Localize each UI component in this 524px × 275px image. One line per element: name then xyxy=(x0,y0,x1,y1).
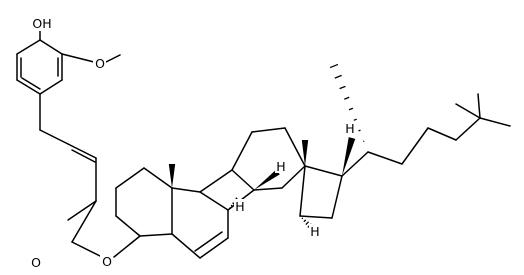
hash-bond-stroke xyxy=(358,129,361,132)
bond-line xyxy=(284,127,306,167)
bond-line xyxy=(299,165,306,217)
wedge-bond xyxy=(254,169,280,190)
bond-line xyxy=(231,169,255,191)
h-atom-c14: H xyxy=(310,224,319,239)
hash-bond-stroke xyxy=(303,219,307,223)
hash-bond-stroke xyxy=(305,221,310,226)
bond-line xyxy=(299,215,333,219)
ester-oxygen-label: O xyxy=(102,254,112,269)
hash-bond-stroke xyxy=(229,207,231,209)
bond-line xyxy=(39,39,63,55)
wedge-bond xyxy=(168,164,176,188)
bond-line xyxy=(341,151,369,177)
bond-line xyxy=(455,103,481,119)
bond-line xyxy=(331,175,343,219)
bond-line xyxy=(16,39,41,55)
bond-line xyxy=(479,117,511,127)
hash-bond-stroke xyxy=(301,217,304,220)
bond-line xyxy=(171,187,201,193)
bond-line xyxy=(115,167,145,189)
bond-line xyxy=(61,53,95,63)
bond-line xyxy=(199,169,233,193)
bond-line xyxy=(115,215,141,237)
bond-line xyxy=(199,191,229,211)
bond-line xyxy=(251,127,286,133)
bond-line xyxy=(39,129,69,145)
bond-line xyxy=(281,165,306,189)
bond-line xyxy=(194,231,223,252)
bond-line xyxy=(143,167,173,189)
bond-line xyxy=(304,165,343,177)
bond-line xyxy=(67,200,97,221)
bond-line xyxy=(139,233,173,237)
bond-line xyxy=(67,143,97,159)
hash-bond-stroke xyxy=(339,85,346,90)
bond-line xyxy=(199,237,229,259)
bond-line xyxy=(39,79,63,95)
bond-lines xyxy=(16,30,511,259)
bond-line xyxy=(21,77,41,90)
bond-line xyxy=(367,151,403,165)
bond-line xyxy=(16,79,41,95)
wedge-bond xyxy=(342,137,356,176)
hash-bond-stroke xyxy=(348,107,354,111)
bond-line xyxy=(427,127,457,141)
bond-line xyxy=(477,93,481,119)
hash-bond-stroke xyxy=(329,63,339,69)
hydroxyl-label: OH xyxy=(32,16,51,31)
bond-line xyxy=(401,127,429,165)
methoxy-oxygen-label: O xyxy=(95,56,105,71)
bond-line xyxy=(455,117,481,141)
bond-line xyxy=(105,54,121,63)
hash-bond-stroke xyxy=(230,204,234,208)
ester-carbonyl-oxygen-label: O xyxy=(31,255,41,270)
hash-bond-stroke xyxy=(353,118,357,121)
h-atom-c17: H xyxy=(345,121,354,136)
bond-line xyxy=(71,149,96,163)
bond-line xyxy=(113,235,141,258)
hash-bond-stroke xyxy=(334,74,342,79)
bond-line xyxy=(253,187,283,191)
wedge-bond xyxy=(301,140,309,166)
h-atom-c9: H xyxy=(235,199,244,214)
bond-line xyxy=(171,233,201,259)
bond-line xyxy=(231,131,253,171)
bond-line xyxy=(71,241,101,257)
h-atom-c8: H xyxy=(276,159,285,174)
bond-line xyxy=(71,200,97,243)
hash-bond-stroke xyxy=(344,96,350,100)
